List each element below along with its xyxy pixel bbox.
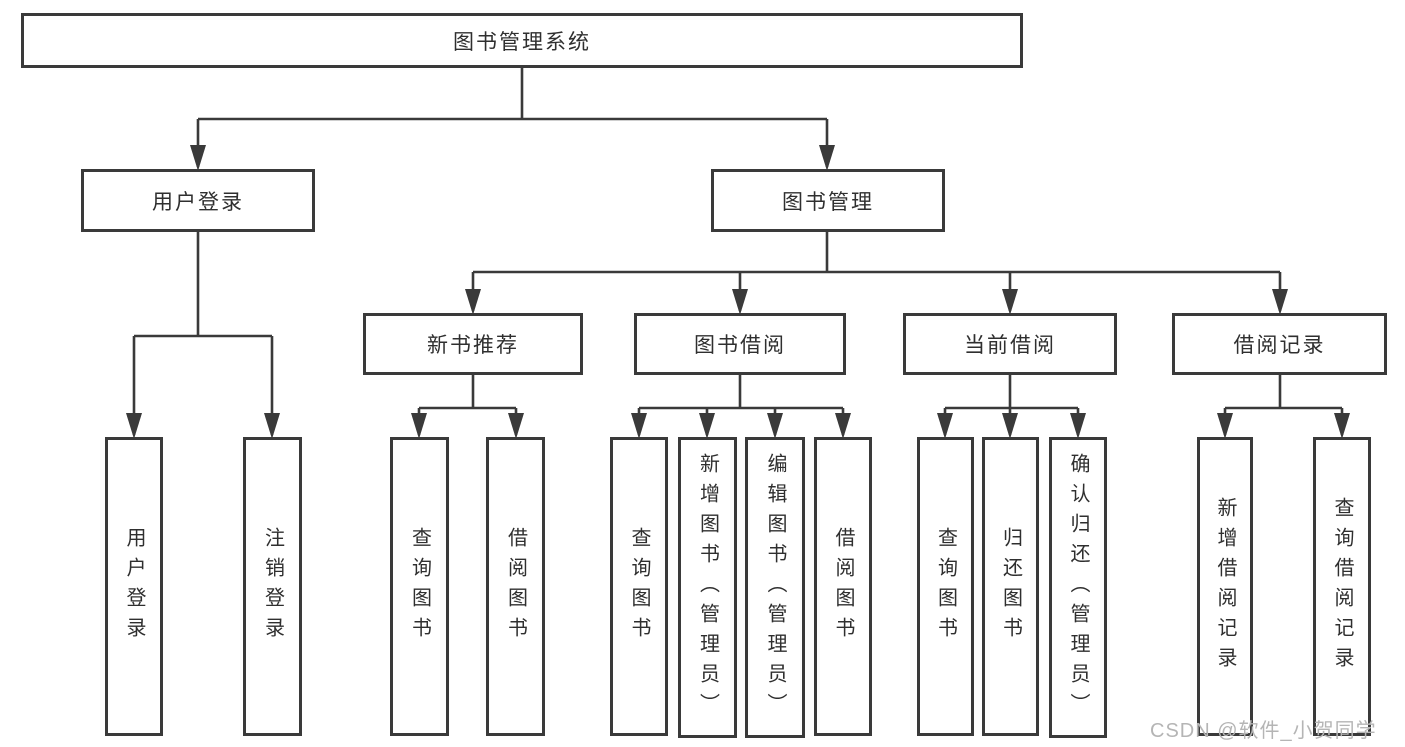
leaf-confirm-return-admin: 确认归还（管理员） [1049,437,1107,738]
node-user-login: 用户登录 [81,169,315,232]
node-book-borrow: 图书借阅 [634,313,846,375]
leaf-return-books: 归还图书 [982,437,1039,736]
node-borrow-records: 借阅记录 [1172,313,1387,375]
leaf-add-books-admin: 新增图书（管理员） [678,437,737,738]
leaf-add-borrow-record: 新增借阅记录 [1197,437,1253,736]
leaf-borrow-books-1: 借阅图书 [486,437,545,736]
leaf-query-books-2: 查询图书 [610,437,668,736]
node-root-system: 图书管理系统 [21,13,1023,68]
leaf-logout: 注销登录 [243,437,302,736]
csdn-watermark: CSDN @软件_小贺同学 [1150,720,1377,742]
node-book-management: 图书管理 [711,169,945,232]
node-current-borrow: 当前借阅 [903,313,1117,375]
leaf-user-login: 用户登录 [105,437,163,736]
leaf-borrow-books-2: 借阅图书 [814,437,872,736]
leaf-edit-books-admin: 编辑图书（管理员） [745,437,805,738]
node-new-book-recommend: 新书推荐 [363,313,583,375]
leaf-query-borrow-record: 查询借阅记录 [1313,437,1371,736]
leaf-query-books-1: 查询图书 [390,437,449,736]
leaf-query-books-3: 查询图书 [917,437,974,736]
